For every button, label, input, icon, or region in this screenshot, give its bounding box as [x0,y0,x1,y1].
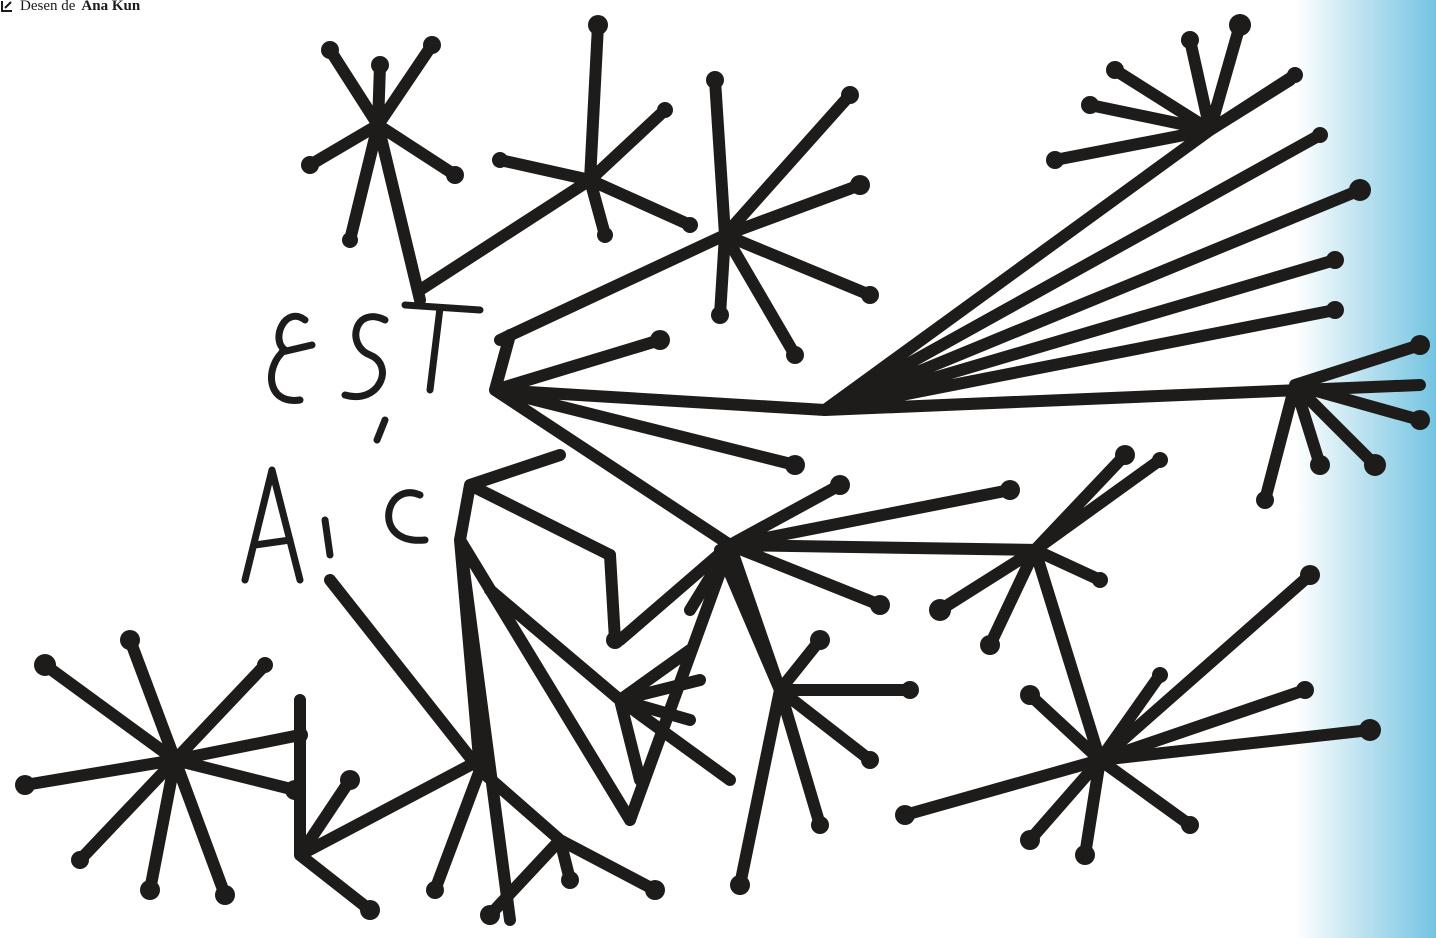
ink-strokes [25,25,1420,920]
hand-lettering [245,305,480,580]
